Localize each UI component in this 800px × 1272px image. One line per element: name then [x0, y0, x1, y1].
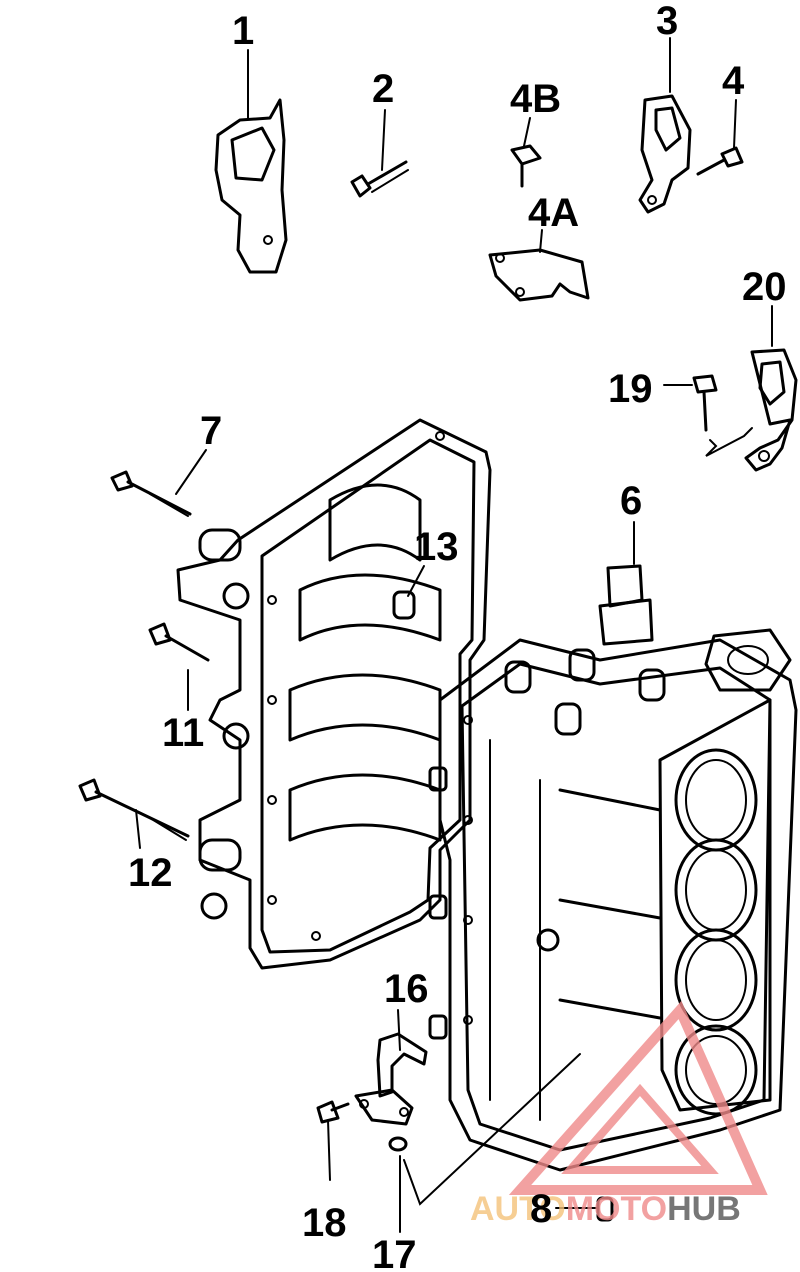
leader-13 [407, 565, 425, 597]
callout-2: 2 [372, 67, 394, 111]
part-18-bolt [316, 1100, 350, 1181]
part-6-fitting [598, 521, 654, 646]
callout-6: 6 [620, 479, 642, 523]
part-19-bolt [663, 374, 753, 457]
callout-7: 7 [200, 409, 222, 453]
callout-17: 17 [372, 1233, 417, 1272]
callout-3: 3 [656, 0, 678, 43]
watermark-logo: AUTOMOTOHUB [470, 1000, 768, 1228]
part-7-bolt [110, 449, 207, 517]
callout-4A: 4A [528, 191, 579, 235]
part-8-dowel [555, 1196, 614, 1222]
part-1-bracket [214, 49, 288, 274]
callout-13: 13 [414, 525, 459, 569]
callout-labels: 1 2 3 4 4B 4A 20 19 7 6 13 11 12 16 18 8… [128, 0, 787, 1272]
callout-4: 4 [722, 59, 745, 103]
part-3-lifting-eye [638, 37, 692, 214]
part-12-bolt [78, 778, 190, 849]
callout-16: 16 [384, 967, 429, 1011]
callout-11: 11 [162, 711, 204, 755]
callout-12: 12 [128, 851, 173, 895]
svg-text:AUTOMOTOHUB: AUTOMOTOHUB [470, 1190, 741, 1228]
part-16-tube [354, 1009, 428, 1126]
part-4B-bolt [510, 117, 542, 188]
part-20-lifting-eye [744, 305, 798, 472]
part-4-bolt [696, 99, 744, 176]
crankcase-half [176, 418, 492, 970]
part-11-bolt [148, 622, 210, 711]
part-17-oring [388, 1053, 581, 1233]
part-2-bolt [350, 109, 409, 198]
callout-1: 1 [232, 9, 254, 53]
callout-8: 8 [530, 1187, 552, 1231]
part-4A-plate [488, 229, 590, 302]
watermark-hub: HUB [667, 1190, 741, 1228]
callout-20: 20 [742, 265, 787, 309]
callout-18: 18 [302, 1201, 347, 1245]
callout-19: 19 [608, 367, 653, 411]
watermark-moto: MOTO [566, 1190, 667, 1228]
watermark-auto: AUTO [470, 1190, 566, 1228]
callout-4B: 4B [510, 77, 561, 121]
